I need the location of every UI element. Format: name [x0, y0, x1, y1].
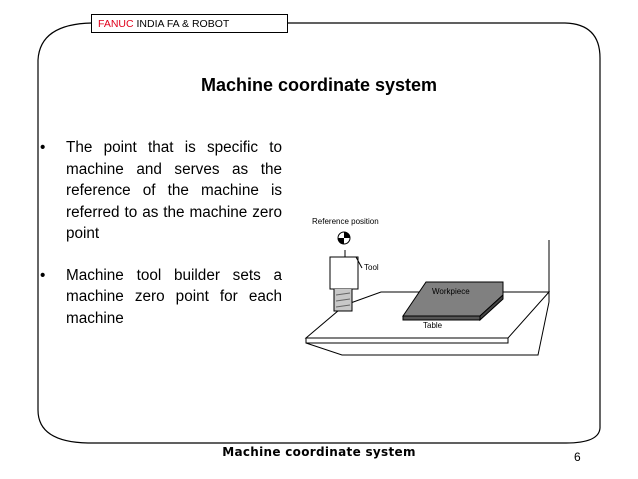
tool-holder: [329, 256, 359, 290]
brand-fanuc: FANUC: [98, 18, 134, 30]
tool-leader-line: [355, 256, 363, 269]
tool-label: Tool: [364, 263, 379, 272]
reference-position-label: Reference position: [312, 217, 379, 226]
brand-header: FANUC INDIA FA & ROBOT: [91, 14, 288, 33]
workpiece-side: [479, 293, 504, 322]
footer-title: Machine coordinate system: [222, 445, 416, 459]
brand-rest: INDIA FA & ROBOT: [133, 18, 230, 30]
workpiece-front: [402, 315, 481, 321]
bullet-text: Machine tool builder sets a machine zero…: [66, 266, 282, 327]
bullet-text: The point that is specific to machine an…: [66, 139, 282, 242]
workpiece-label: Workpiece: [432, 287, 470, 296]
table-label: Table: [423, 321, 443, 330]
table-edge: [305, 337, 509, 344]
table-base: [305, 301, 550, 356]
slide-title: Machine coordinate system: [200, 75, 438, 95]
page-number: 6: [574, 450, 581, 464]
machine-diagram: Reference position Tool Workpiece Table: [304, 217, 551, 356]
bullet-item: • Machine tool builder sets a machine ze…: [40, 265, 282, 330]
bullet-marker: •: [40, 266, 46, 284]
bullet-list: • The point that is specific to machine …: [40, 137, 282, 329]
bullet-marker: •: [40, 139, 46, 156]
bullet-item: • The point that is specific to machine …: [40, 137, 282, 245]
